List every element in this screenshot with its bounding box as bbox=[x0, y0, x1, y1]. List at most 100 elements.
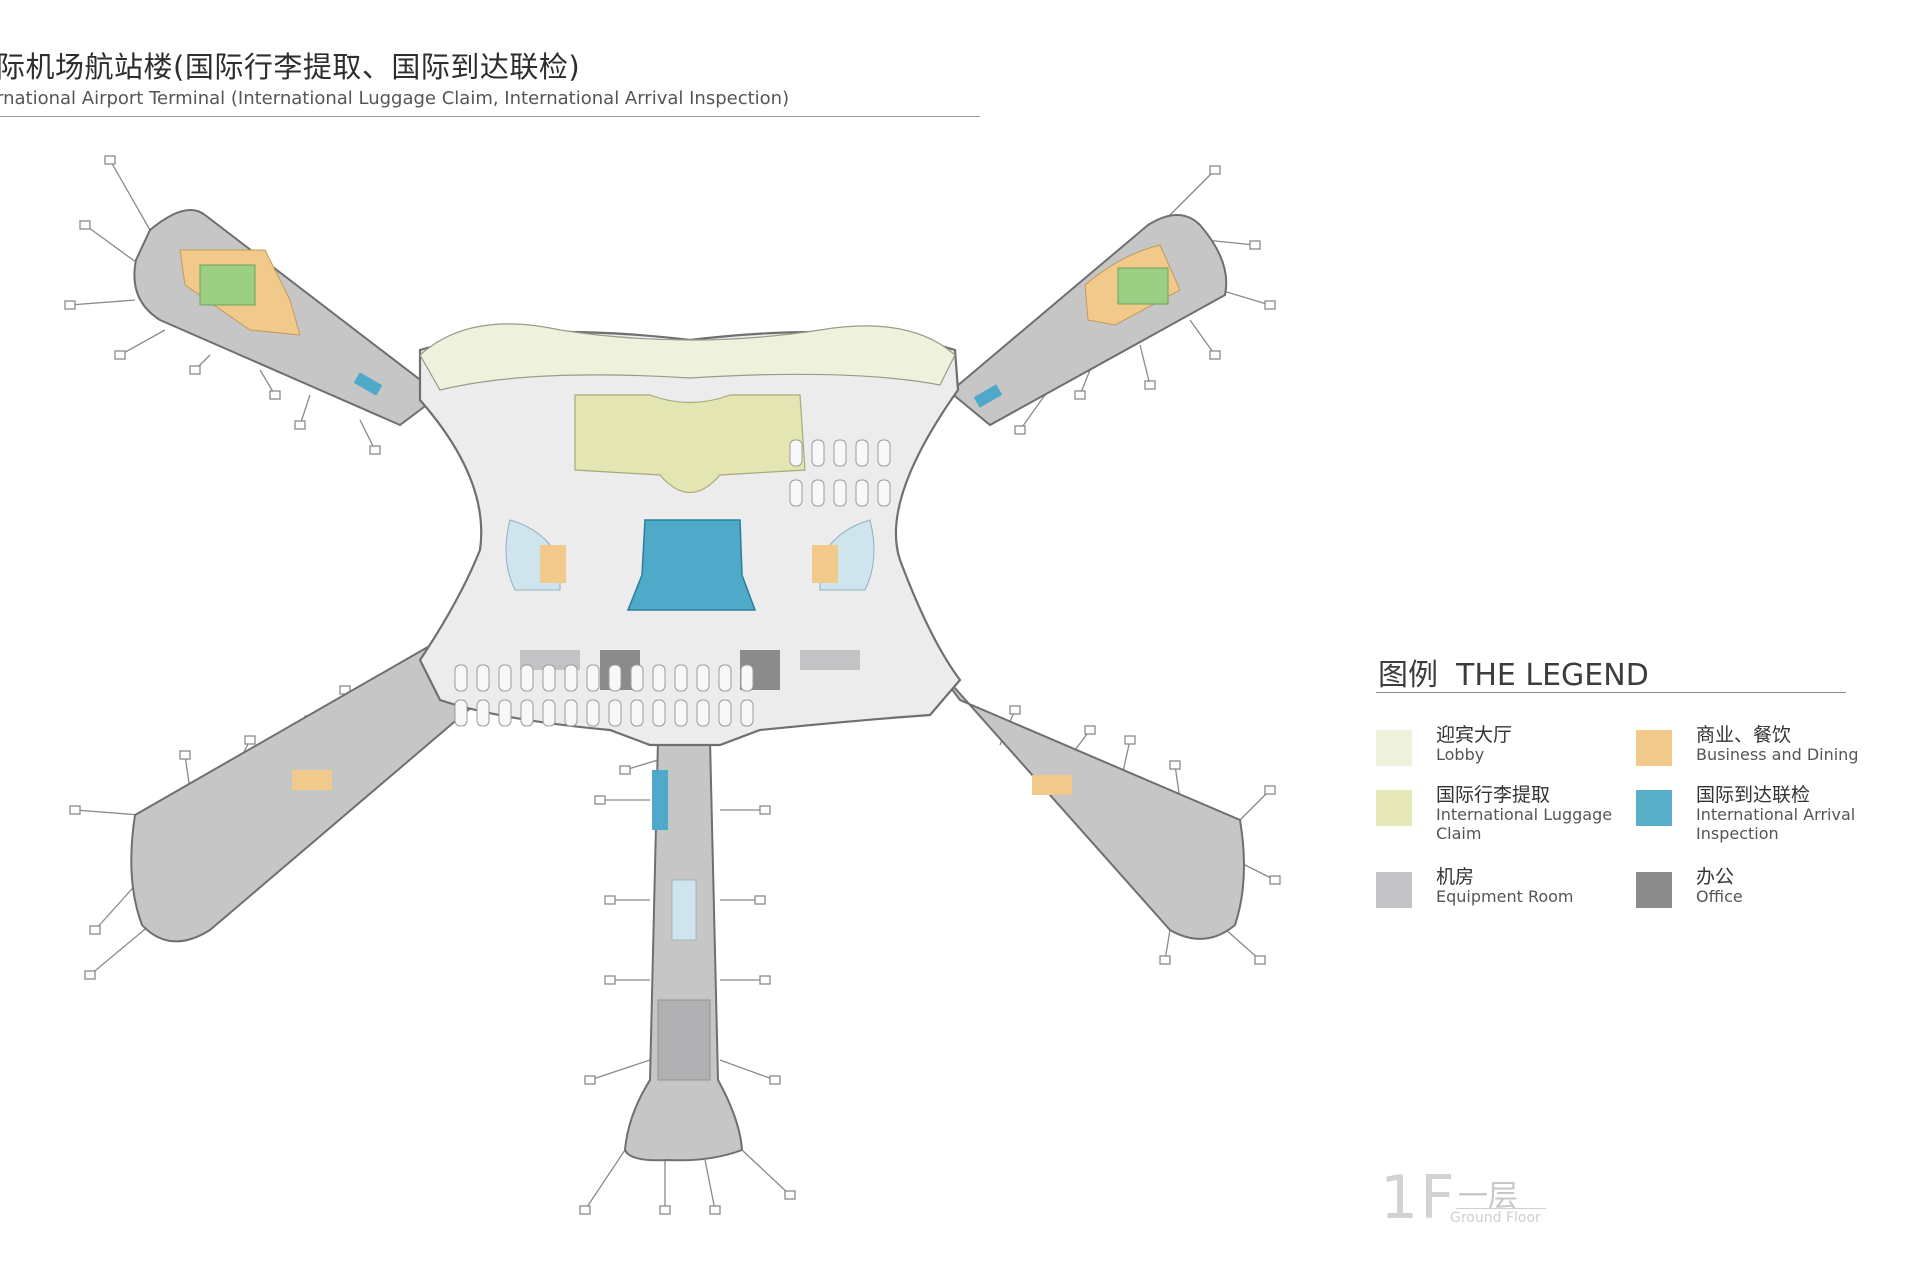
title-divider bbox=[0, 116, 980, 117]
gate-head bbox=[189, 365, 201, 375]
seat-row bbox=[789, 439, 803, 467]
gate-head bbox=[1209, 350, 1221, 360]
gate-head bbox=[1084, 725, 1096, 735]
business-sw bbox=[292, 770, 332, 790]
boarding-bridge bbox=[741, 1149, 791, 1196]
business-swatch bbox=[1636, 730, 1672, 766]
boarding-bridge bbox=[584, 1149, 626, 1211]
boarding-bridge bbox=[1219, 289, 1271, 306]
seat-row bbox=[740, 664, 754, 692]
boarding-bridge bbox=[84, 224, 141, 266]
legend-item-zh: 国际行李提取 bbox=[1436, 784, 1551, 806]
gate-head bbox=[1209, 165, 1221, 175]
gate-head bbox=[754, 895, 766, 905]
gate-head bbox=[64, 300, 76, 310]
gate-head bbox=[104, 155, 116, 165]
seat-row bbox=[696, 699, 710, 727]
legend-item-zh: 商业、餐饮 bbox=[1696, 724, 1792, 746]
inspection-south-strip bbox=[652, 770, 668, 830]
gate-head bbox=[769, 1075, 781, 1085]
seat-row bbox=[718, 664, 732, 692]
legend-item-en: Office bbox=[1696, 887, 1743, 906]
gate-head bbox=[89, 925, 101, 935]
gate-head bbox=[1014, 425, 1026, 435]
seat-row bbox=[498, 699, 512, 727]
seat-row bbox=[789, 479, 803, 507]
seat-row bbox=[877, 479, 891, 507]
gate-head bbox=[1074, 390, 1086, 400]
gate-head bbox=[594, 795, 606, 805]
gate-bridges bbox=[64, 155, 1281, 1215]
gate-head bbox=[244, 735, 256, 745]
gate-head bbox=[294, 420, 306, 430]
business-se bbox=[1032, 775, 1072, 795]
seat-row bbox=[476, 664, 490, 692]
gate-head bbox=[579, 1205, 591, 1215]
inspection-ne-strip bbox=[973, 384, 1003, 408]
inspection-south-strip-2 bbox=[671, 879, 697, 941]
seat-row bbox=[696, 664, 710, 692]
page-title: 际机场航站楼(国际行李提取、国际到达联检) bbox=[0, 50, 581, 84]
gate-head bbox=[1124, 735, 1136, 745]
gate-head bbox=[79, 220, 91, 230]
legend-item-zh: 迎宾大厅 bbox=[1436, 724, 1513, 746]
legend-title-en: THE LEGEND bbox=[1456, 658, 1649, 693]
seat-row bbox=[454, 664, 468, 692]
pier-south bbox=[623, 739, 744, 1162]
arrival-inspection-area bbox=[626, 519, 757, 611]
boarding-bridge bbox=[119, 329, 166, 356]
equipment-block-2 bbox=[800, 650, 860, 670]
courtyard-ne bbox=[1117, 267, 1169, 305]
gate-head bbox=[584, 1075, 596, 1085]
inspection-swatch bbox=[1636, 790, 1672, 826]
equipment-swatch bbox=[1376, 872, 1412, 908]
gate-head bbox=[84, 970, 96, 980]
gate-head bbox=[1269, 875, 1281, 885]
business-center-left bbox=[540, 545, 566, 583]
legend-item-zh: 机房 bbox=[1436, 866, 1475, 888]
gate-head bbox=[659, 1205, 671, 1215]
gate-head bbox=[619, 765, 631, 775]
gate-head bbox=[179, 750, 191, 760]
gate-head bbox=[1159, 955, 1171, 965]
seat-row bbox=[608, 664, 622, 692]
boarding-bridge bbox=[589, 1059, 651, 1081]
legend-item-en: International Arrival Inspection bbox=[1696, 805, 1856, 843]
gate-head bbox=[604, 895, 616, 905]
gate-head bbox=[1144, 380, 1156, 390]
page-subtitle: rnational Airport Terminal (Internationa… bbox=[0, 88, 790, 109]
seat-row bbox=[520, 699, 534, 727]
seat-row bbox=[811, 479, 825, 507]
legend-item-zh: 国际到达联检 bbox=[1696, 784, 1811, 806]
seat-row bbox=[498, 664, 512, 692]
seat-row bbox=[811, 439, 825, 467]
legend-item-en: Equipment Room bbox=[1436, 887, 1574, 906]
courtyard-nw bbox=[199, 264, 256, 306]
equipment-block-1 bbox=[520, 650, 580, 670]
seating-rows bbox=[454, 439, 891, 727]
gate-head bbox=[709, 1205, 721, 1215]
gate-head bbox=[369, 445, 381, 455]
seat-row bbox=[476, 699, 490, 727]
legend-divider bbox=[1376, 692, 1846, 693]
boarding-bridge bbox=[89, 924, 151, 976]
gate-head bbox=[69, 805, 81, 815]
pier-southeast bbox=[929, 659, 1245, 940]
boarding-bridge bbox=[1239, 789, 1271, 821]
seat-row bbox=[718, 699, 732, 727]
seat-row bbox=[608, 699, 622, 727]
gate-head bbox=[1169, 760, 1181, 770]
inspection-nw-strip bbox=[353, 372, 383, 396]
legend-item-en: International Luggage Claim bbox=[1436, 805, 1613, 843]
seat-row bbox=[586, 664, 600, 692]
boarding-bridge bbox=[1189, 319, 1216, 356]
seat-row bbox=[652, 664, 666, 692]
seat-row bbox=[855, 439, 869, 467]
boarding-bridge bbox=[1139, 344, 1151, 386]
equipment-south bbox=[657, 999, 711, 1081]
seat-row bbox=[586, 699, 600, 727]
legend-item-en: Lobby bbox=[1436, 745, 1485, 764]
gate-head bbox=[784, 1190, 796, 1200]
